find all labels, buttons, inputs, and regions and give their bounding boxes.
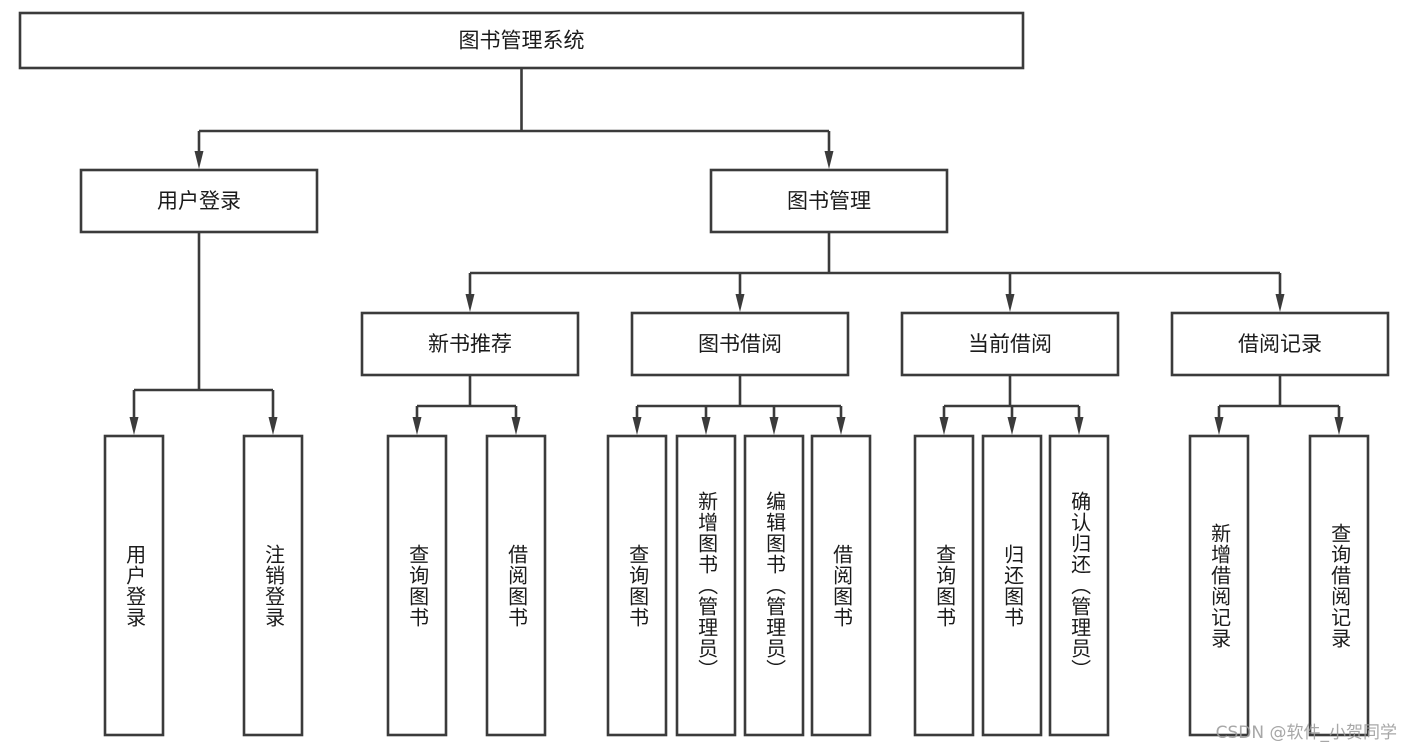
- arrow-head-icon: [701, 417, 711, 435]
- arrow-head-icon: [412, 417, 422, 435]
- node-box[interactable]: [606, 434, 668, 737]
- arrow-head-icon: [939, 417, 949, 435]
- node-box[interactable]: [981, 434, 1043, 737]
- node-leaf-add-borrow-record[interactable]: [1188, 434, 1250, 737]
- node-box[interactable]: [1308, 434, 1370, 737]
- node-leaf-return-book[interactable]: [981, 434, 1043, 737]
- node-box[interactable]: [675, 434, 737, 737]
- node-book-management[interactable]: 图书管理: [709, 168, 949, 234]
- node-box[interactable]: [743, 434, 805, 737]
- node-user-login[interactable]: 用户登录: [79, 168, 319, 234]
- arrow-head-icon: [1275, 294, 1285, 312]
- node-box[interactable]: [1188, 434, 1250, 737]
- arrow-head-icon: [465, 294, 475, 312]
- node-leaf-add-book-admin[interactable]: [675, 434, 737, 737]
- node-leaf-user-login[interactable]: [103, 434, 165, 737]
- arrow-head-icon: [129, 417, 139, 435]
- arrow-head-icon: [511, 417, 521, 435]
- arrow-head-icon: [194, 151, 204, 169]
- node-leaf-query-book-recommend[interactable]: [386, 434, 448, 737]
- watermark-text: CSDN @软件_小贺同学: [1215, 723, 1397, 743]
- node-leaf-query-book-current[interactable]: [913, 434, 975, 737]
- arrow-head-icon: [836, 417, 846, 435]
- node-label: 当前借阅: [968, 332, 1052, 356]
- arrow-head-icon: [1074, 417, 1084, 435]
- node-leaf-borrow-book[interactable]: [810, 434, 872, 737]
- node-leaf-edit-book-admin[interactable]: [743, 434, 805, 737]
- node-box[interactable]: [360, 311, 580, 377]
- node-box[interactable]: [18, 11, 1025, 70]
- node-leaf-query-borrow-record[interactable]: [1308, 434, 1370, 737]
- node-box[interactable]: [103, 434, 165, 737]
- node-current-borrow[interactable]: 当前借阅: [900, 311, 1120, 377]
- node-box[interactable]: [485, 434, 547, 737]
- node-leaf-logout[interactable]: [242, 434, 304, 737]
- node-box[interactable]: [709, 168, 949, 234]
- node-box[interactable]: [1048, 434, 1110, 737]
- node-leaf-query-book-borrow[interactable]: [606, 434, 668, 737]
- node-new-book-recommend[interactable]: 新书推荐: [360, 311, 580, 377]
- arrow-head-icon: [1214, 417, 1224, 435]
- node-box[interactable]: [900, 311, 1120, 377]
- arrow-head-icon: [735, 294, 745, 312]
- node-label: 图书借阅: [698, 332, 782, 356]
- node-label: 新书推荐: [428, 332, 512, 356]
- connector-layer: [129, 68, 1344, 435]
- node-book-borrow[interactable]: 图书借阅: [630, 311, 850, 377]
- node-box[interactable]: [79, 168, 319, 234]
- node-box[interactable]: [913, 434, 975, 737]
- arrow-head-icon: [632, 417, 642, 435]
- node-label: 借阅记录: [1238, 332, 1322, 356]
- node-label: 图书管理: [787, 189, 871, 213]
- arrow-head-icon: [1334, 417, 1344, 435]
- node-box[interactable]: [386, 434, 448, 737]
- arrow-head-icon: [268, 417, 278, 435]
- node-label: 用户登录: [157, 189, 241, 213]
- arrow-head-icon: [769, 417, 779, 435]
- node-leaf-confirm-return-admin[interactable]: [1048, 434, 1110, 737]
- node-box[interactable]: [630, 311, 850, 377]
- node-label: 图书管理系统: [459, 29, 585, 53]
- node-borrow-records[interactable]: 借阅记录: [1170, 311, 1390, 377]
- node-leaf-borrow-book-recommend[interactable]: [485, 434, 547, 737]
- node-root[interactable]: 图书管理系统: [18, 11, 1025, 70]
- arrow-head-icon: [1005, 294, 1015, 312]
- node-box[interactable]: [810, 434, 872, 737]
- node-box[interactable]: [242, 434, 304, 737]
- arrow-head-icon: [824, 151, 834, 169]
- node-box[interactable]: [1170, 311, 1390, 377]
- arrow-head-icon: [1007, 417, 1017, 435]
